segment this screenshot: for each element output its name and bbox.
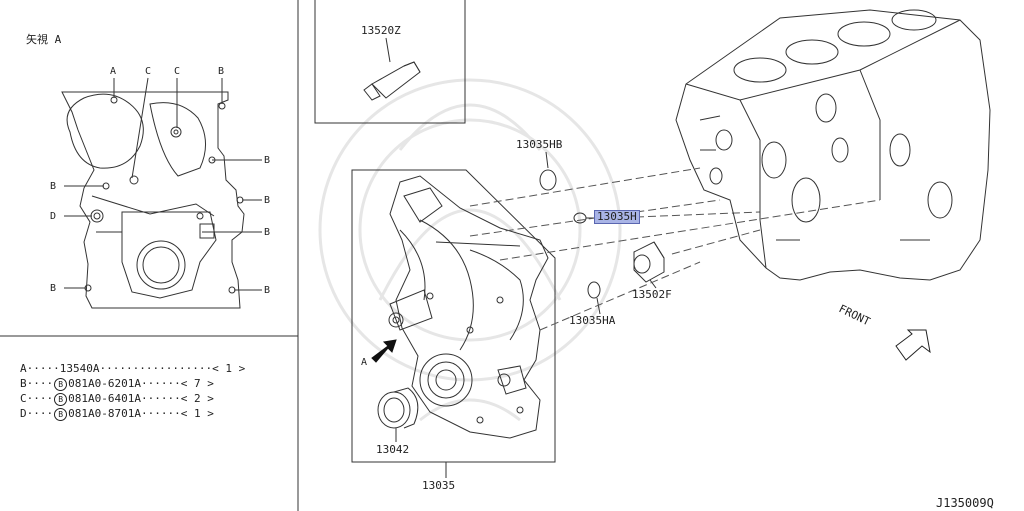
- legend-quantity: < 1 >: [212, 362, 246, 375]
- engine-block-drawing: [675, 9, 991, 281]
- legend-leader-dots: ····: [26, 377, 54, 390]
- callout-b-2: B: [264, 155, 271, 166]
- timing-cover-drawing: [388, 175, 549, 439]
- bushing-drawing: [633, 241, 665, 283]
- legend-letter: C: [20, 392, 27, 405]
- legend-row: A·····13540A·················< 1 >: [20, 361, 245, 376]
- legend-part-number[interactable]: 081A0-6401A: [68, 392, 141, 405]
- legend-leader-dots: ·····: [26, 362, 60, 375]
- callout-c-2: C: [174, 66, 181, 77]
- legend-leader-dots: ·················: [99, 362, 213, 375]
- bushing-leader: [649, 279, 657, 289]
- callout-b-3: B: [50, 181, 57, 192]
- callout-c-1: C: [145, 66, 152, 77]
- cover-box: [351, 169, 556, 463]
- tube-box: [314, 0, 466, 124]
- legend-part-number[interactable]: 081A0-8701A: [68, 407, 141, 420]
- legend-leader-dots: ······: [140, 392, 181, 405]
- view-label: 矢視 A: [26, 33, 62, 46]
- legend-quantity: < 1 >: [180, 407, 214, 420]
- plug-drawings: [539, 169, 601, 299]
- callout-b-6: B: [50, 283, 57, 294]
- view-a-leaders: [64, 77, 262, 291]
- fastener-legend: A·····13540A·················< 1 > B····…: [20, 361, 245, 421]
- legend-part-number[interactable]: 13540A: [59, 362, 100, 375]
- part-label-cover[interactable]: 13035: [422, 479, 456, 492]
- legend-leader-dots: ····: [26, 407, 54, 420]
- legend-leader-dots: ······: [140, 377, 181, 390]
- callout-b-5: B: [264, 227, 271, 238]
- callout-b-4: B: [264, 195, 271, 206]
- legend-leader-dots: ······: [140, 407, 181, 420]
- callout-d: D: [50, 211, 57, 222]
- legend-letter: B: [20, 377, 27, 390]
- watermark-emblem: [318, 78, 622, 422]
- part-label-plug-h-highlighted[interactable]: 13035H: [594, 210, 640, 224]
- callout-b-7: B: [264, 285, 271, 296]
- bolt-symbol-icon: B: [54, 407, 68, 421]
- part-label-tube[interactable]: 13520Z: [361, 24, 401, 37]
- callout-b-1: B: [218, 66, 225, 77]
- callout-a: A: [110, 66, 117, 77]
- tube-leader: [385, 37, 391, 63]
- part-label-plug-ha[interactable]: 13035HA: [569, 314, 616, 327]
- oil-seal-drawing: [377, 387, 419, 429]
- sealant-tube-drawing: [363, 61, 421, 101]
- bolt-symbol-icon: B: [54, 377, 68, 391]
- part-label-plug-hb[interactable]: 13035HB: [516, 138, 563, 151]
- legend-leader-dots: ····: [26, 392, 54, 405]
- view-a-arrow: [371, 339, 397, 363]
- legend-letter: D: [20, 407, 27, 420]
- legend-quantity: < 7 >: [180, 377, 214, 390]
- legend-letter: A: [20, 362, 27, 375]
- plug-ha-leader: [596, 297, 601, 315]
- bolt-symbol-icon: B: [54, 392, 68, 406]
- legend-quantity: < 2 >: [180, 392, 214, 405]
- view-arrow-label: A: [361, 357, 368, 368]
- view-a-cover-outline: [61, 91, 245, 309]
- part-label-bushing[interactable]: 13502F: [632, 288, 672, 301]
- part-label-seal[interactable]: 13042: [376, 443, 410, 456]
- drawing-code: J135009Q: [936, 496, 994, 510]
- legend-part-number[interactable]: 081A0-6201A: [68, 377, 141, 390]
- plug-hb-leader: [545, 151, 549, 169]
- front-arrow-icon: [895, 329, 931, 361]
